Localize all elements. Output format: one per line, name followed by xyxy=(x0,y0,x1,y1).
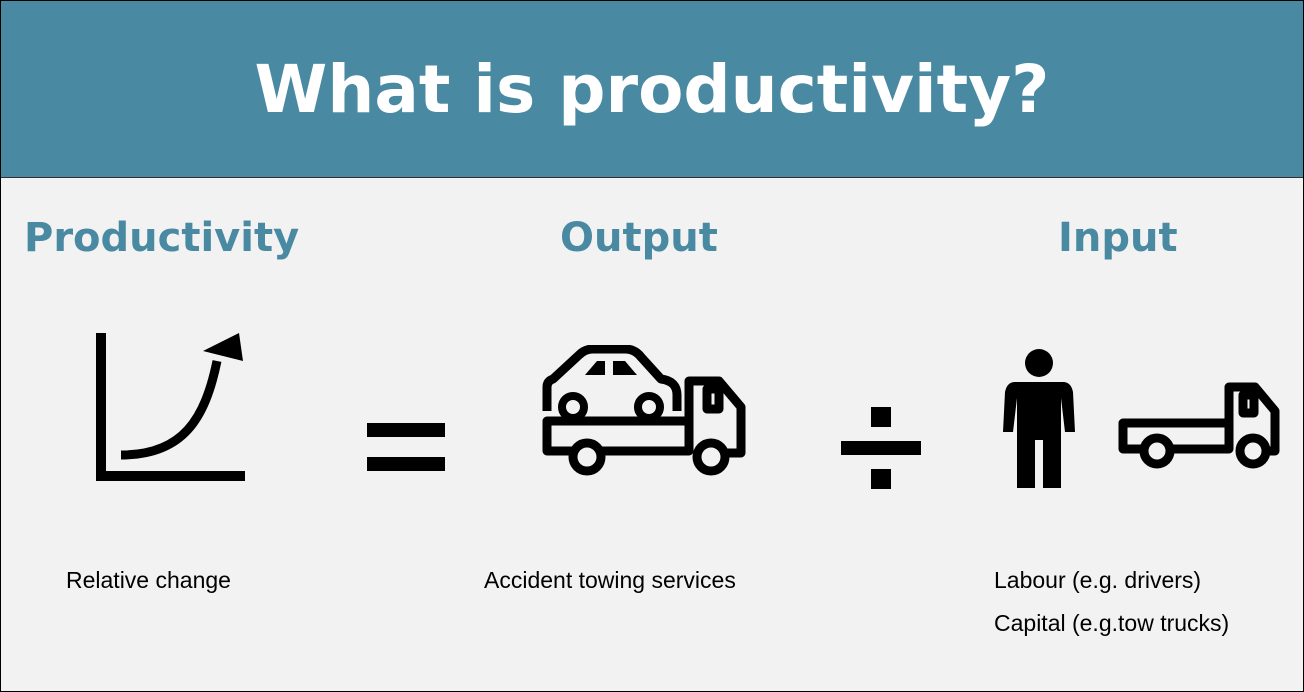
input-label-capital: Capital (e.g.tow trucks) xyxy=(994,610,1230,636)
page-title: What is productivity? xyxy=(254,50,1050,128)
output-heading: Output xyxy=(560,215,718,261)
equals-icon xyxy=(367,423,445,471)
person-icon xyxy=(1003,349,1075,488)
productivity-heading: Productivity xyxy=(24,215,300,261)
productivity-label: Relative change xyxy=(66,567,231,593)
tow-truck-with-car-icon xyxy=(542,345,746,476)
input-heading: Input xyxy=(1058,215,1178,261)
divide-icon xyxy=(841,407,921,489)
input-label-labour: Labour (e.g. drivers) xyxy=(994,567,1202,593)
growth-chart-icon xyxy=(96,333,245,481)
flatbed-truck-icon xyxy=(1118,382,1280,469)
output-label: Accident towing services xyxy=(484,567,736,593)
title-banner: What is productivity? xyxy=(1,1,1303,178)
